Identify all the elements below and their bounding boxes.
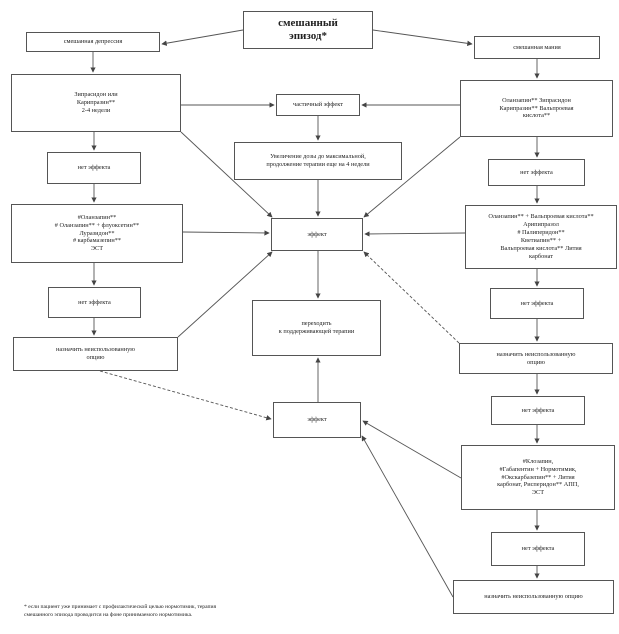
right-treatment-3-node: #Клозапин, #Габапентин + Нормотимик, #Ок…	[461, 445, 615, 510]
partial-effect-label: частичный эффект	[293, 101, 343, 109]
left-no-effect-2-label: нет эффекта	[78, 298, 111, 306]
right-no-effect-1-node: нет эффекта	[488, 159, 585, 186]
left-unused-option-label: назначить неиспользованную опцию	[56, 346, 135, 361]
increase-dose-label: Увеличение дозы до максимальной, продолж…	[266, 153, 370, 168]
maintenance-label: переходить к поддерживающей терапии	[278, 320, 355, 335]
root-to-depression-arrow	[161, 29, 244, 46]
right-no-effect-1-label: нет эффекта	[520, 168, 553, 176]
effect-bottom-label: эффект	[307, 416, 327, 424]
left-unused-to-effect-arrow	[177, 251, 273, 338]
right-tx2-to-effect-arrow	[364, 231, 466, 237]
right-treatment-1-node: Оланзапин** Зипрасидон Карипразин** Валь…	[460, 80, 613, 137]
right-treatment-1-label: Оланзапин** Зипрасидон Карипразин** Валь…	[499, 96, 574, 120]
right-treatment-2-label: Оланзапин** + Вальпроевая кислота** Арип…	[488, 213, 594, 260]
effect-bottom-node: эффект	[273, 402, 361, 438]
left-treatment-1-label: Зипрасидон или Карипразин** 2-4 недели	[74, 91, 118, 114]
right-unused-to-effect-arrow	[363, 251, 460, 344]
right-unused-option-2-node: назначить неиспользованную опцию	[453, 580, 614, 614]
partial-effect-node: частичный эффект	[276, 94, 360, 116]
right-treatment-3-label: #Клозапин, #Габапентин + Нормотимик, #Ок…	[497, 457, 579, 497]
root-node: смешанный эпизод*	[243, 11, 373, 49]
left-no-effect-2-node: нет эффекта	[48, 287, 141, 318]
right-no-effect-4-label: нет эффекта	[521, 545, 555, 553]
root-to-mania-arrow	[372, 29, 473, 47]
left-tx2-to-effect-arrow	[182, 230, 270, 236]
right-unused-option-node: назначить неиспользованную опцию	[459, 343, 613, 374]
right-no-effect-4-node: нет эффекта	[491, 532, 585, 566]
right-no-effect-3-node: нет эффекта	[491, 396, 585, 425]
mixed-mania-node: смешанная мания	[474, 36, 600, 59]
mixed-mania-label: смешанная мания	[513, 43, 561, 51]
increase-dose-node: Увеличение дозы до максимальной, продолж…	[234, 142, 402, 180]
effect-center-node: эффект	[271, 218, 363, 251]
left-unused-to-effect-bottom-arrow	[99, 370, 272, 421]
footnote: * если пациент уже принимает с профилакт…	[24, 604, 217, 618]
right-no-effect-2-node: нет эффекта	[490, 288, 584, 319]
left-unused-option-node: назначить неиспользованную опцию	[13, 337, 178, 371]
left-treatment-1-node: Зипрасидон или Карипразин** 2-4 недели	[11, 74, 181, 132]
mixed-depression-node: смешанная депрессия	[26, 32, 160, 52]
right-no-effect-3-label: нет эффекта	[521, 406, 555, 414]
left-treatment-2-node: #Оланзапин** # Оланзапин** + флуоксетин*…	[11, 204, 183, 263]
effect-center-label: эффект	[307, 230, 327, 238]
right-tx1-to-effect-arrow	[363, 136, 461, 218]
mixed-depression-label: смешанная депрессия	[63, 38, 123, 46]
right-treatment-2-node: Оланзапин** + Вальпроевая кислота** Арип…	[465, 205, 617, 269]
left-treatment-2-label: #Оланзапин** # Оланзапин** + флуоксетин*…	[54, 213, 140, 253]
root-label: смешанный эпизод*	[278, 17, 338, 42]
left-tx1-to-effect-arrow	[180, 131, 273, 218]
right-no-effect-2-label: нет эффекта	[520, 299, 554, 307]
right-unused2-to-effect-bottom-arrow	[361, 435, 454, 598]
right-unused-option-label: назначить неиспользованную опцию	[496, 350, 576, 366]
right-tx3-to-effect-bottom-arrow	[362, 420, 462, 479]
left-no-effect-1-node: нет эффекта	[47, 152, 141, 184]
maintenance-node: переходить к поддерживающей терапии	[252, 300, 381, 356]
right-unused-option-2-label: назначить неиспользованную опцию	[484, 593, 583, 601]
left-no-effect-1-label: нет эффекта	[77, 164, 111, 172]
